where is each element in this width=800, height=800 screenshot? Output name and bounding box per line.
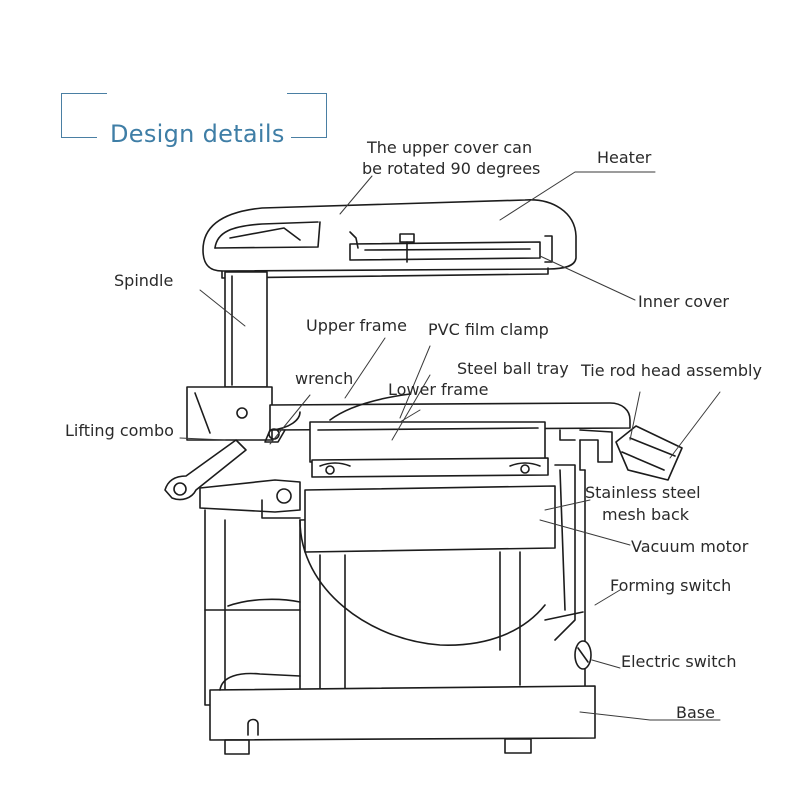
page-title: Design details: [110, 120, 285, 148]
label-base: Base: [676, 703, 715, 722]
label-inner-cover: Inner cover: [638, 292, 729, 311]
machine-body: [204, 439, 592, 706]
spindle: [224, 271, 268, 388]
label-upper-frame: Upper frame: [306, 316, 407, 335]
tie-rod-head-assembly: [615, 425, 683, 481]
label-lower-frame: Lower frame: [388, 380, 489, 399]
leader-lines: [179, 171, 721, 721]
label-spindle: Spindle: [114, 271, 174, 290]
label-upper-cover-line1: The upper cover can: [367, 138, 533, 157]
label-heater: Heater: [597, 148, 652, 167]
label-tie-rod-head-assembly: Tie rod head assembly: [581, 361, 762, 380]
label-wrench: wrench: [295, 369, 354, 388]
label-steel-ball-tray: Steel ball tray: [457, 359, 569, 378]
label-forming-switch: Forming switch: [610, 576, 732, 595]
label-vacuum-motor: Vacuum motor: [631, 537, 749, 556]
machine-base: [209, 672, 596, 755]
title-frame: [61, 93, 327, 138]
label-stainless-steel-line1: Stainless steel: [585, 483, 701, 502]
label-pvc-film-clamp: PVC film clamp: [428, 320, 549, 339]
label-electric-switch: Electric switch: [621, 652, 737, 671]
lifting-combo: [164, 386, 301, 519]
upper-cover: [202, 199, 577, 279]
label-upper-cover-line2: be rotated 90 degrees: [362, 159, 541, 178]
label-lifting-combo: Lifting combo: [65, 421, 174, 440]
frame-assembly: [264, 393, 631, 478]
label-stainless-steel-line2: mesh back: [602, 505, 690, 524]
